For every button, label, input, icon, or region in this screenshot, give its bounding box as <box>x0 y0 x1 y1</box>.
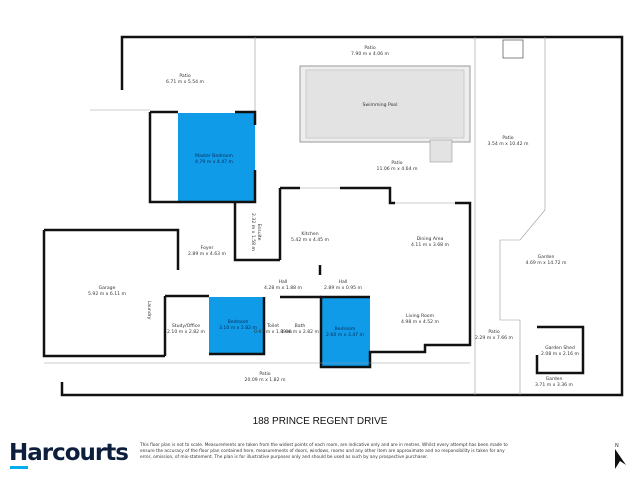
north-label: N <box>615 443 619 449</box>
property-boundary <box>60 35 624 397</box>
thin-walls <box>44 187 470 364</box>
room-swimming-pool: Swimming Pool <box>362 103 398 108</box>
thin-boundaries <box>90 37 546 395</box>
logo-accent-bar <box>10 466 28 469</box>
harcourts-logo: Harcourts <box>9 440 129 466</box>
room-laundry: Laundry <box>146 300 151 320</box>
disclaimer-text: This floor plan is not to scale. Measure… <box>140 443 508 460</box>
highlighted-bedrooms <box>178 113 370 367</box>
swimming-pool <box>299 39 524 163</box>
house-walls <box>42 110 472 369</box>
north-arrow-icon <box>615 449 626 469</box>
garden-shed-walls <box>535 325 585 375</box>
property-address: 188 PRINCE REGENT DRIVE <box>252 416 388 427</box>
